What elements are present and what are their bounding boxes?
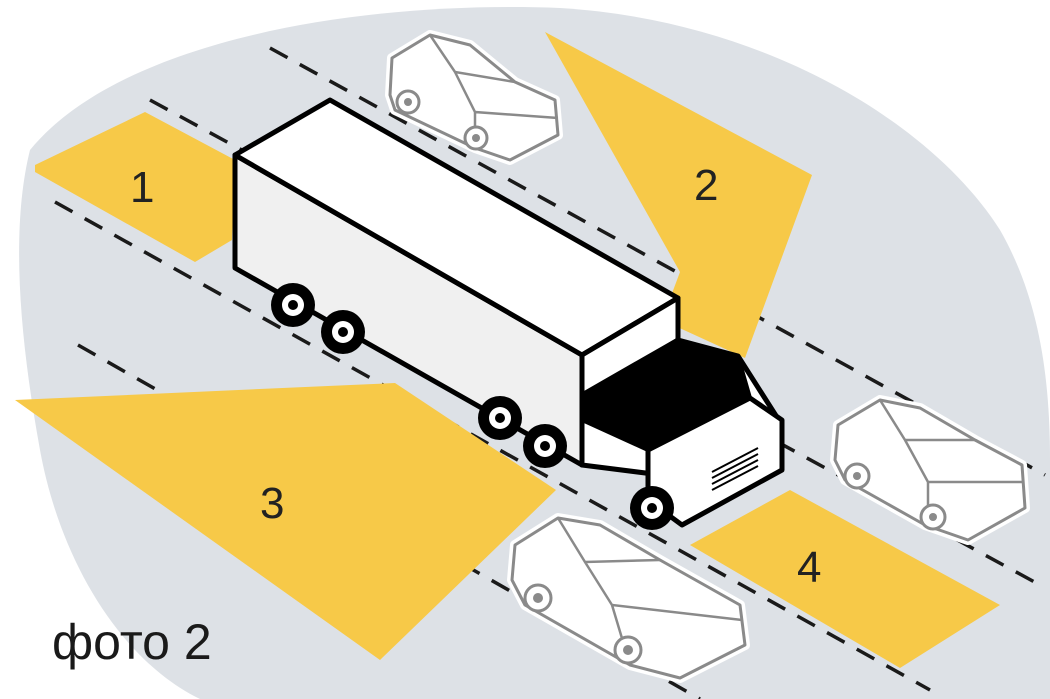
zone-label-4: 4 — [797, 543, 821, 592]
car-right — [830, 395, 1030, 545]
truck-wheels — [271, 283, 674, 530]
blind-zone-2 — [545, 32, 812, 358]
photo-caption: фото 2 — [52, 614, 212, 670]
blind-zone-3 — [15, 383, 556, 660]
blind-zone-1 — [35, 112, 235, 262]
grille — [711, 447, 759, 491]
truck — [232, 97, 785, 530]
car-bottom — [507, 513, 750, 683]
zone-label-3: 3 — [260, 479, 284, 528]
car-top — [385, 30, 563, 165]
blind-zone-4 — [690, 490, 1000, 668]
zone-label-2: 2 — [694, 161, 718, 210]
zone-label-1: 1 — [130, 163, 154, 212]
